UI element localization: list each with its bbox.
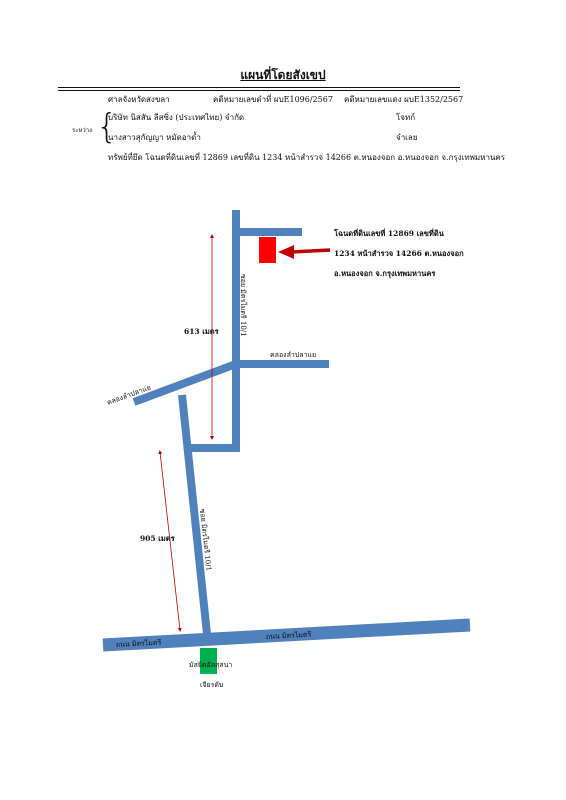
- plot-label-line-1: โฉนดที่ดินเลขที่ 12869 เลขที่ดิน: [333, 227, 445, 238]
- plot-pointer-arrow-icon: [278, 245, 331, 259]
- distance-lower-label: 905 เมตร: [140, 534, 176, 543]
- distance-upper-label: 613 เมตร: [184, 327, 220, 336]
- distance-lower-line: [158, 450, 182, 632]
- soi-lower-road: [178, 394, 211, 635]
- landmark-label-line-2: เจียรดับ: [200, 681, 223, 689]
- title-rule: [58, 87, 460, 88]
- main-road: [102, 618, 471, 652]
- plaintiff-name: บริษัท นิสสัน ลีสซิ่ง (ประเทศไทย) จำกัด: [108, 113, 245, 122]
- plot-pointer-shaft: [291, 248, 331, 254]
- soi-upper-label: ซอย มิตรไมตรี 10/1: [239, 274, 248, 337]
- between-label: ระหว่าง: [72, 127, 93, 134]
- plot-pointer-head: [278, 245, 294, 259]
- canal-right-label: คลองลำปลาแย: [270, 351, 316, 359]
- defendant-role: จำเลย: [396, 133, 418, 142]
- main-road-label-left: ถนน มิตรไมตรี: [116, 638, 162, 649]
- title-rule-thin: [58, 90, 460, 91]
- land-plot-marker: [259, 237, 276, 263]
- road-network: [102, 210, 471, 652]
- black-case-number: คดีหมายเลขดำที่ ผบE1096/2567: [213, 95, 333, 104]
- brace-icon: {: [96, 107, 118, 147]
- court-name: ศาลจังหวัดสงขลา: [108, 95, 170, 104]
- main-road-label-right: ถนน มิตรไมตรี: [266, 630, 312, 641]
- plot-label-line-2: 1234 หน้าสำรวจ 14266 ต.หนองจอก: [334, 249, 464, 258]
- plaintiff-role: โจทก์: [396, 113, 416, 122]
- canal-left: [132, 360, 238, 406]
- plot-label-line-3: อ.หนองจอก จ.กรุงเทพมหานคร: [334, 269, 436, 278]
- defendant-name: นางสาวสุกัญญา หมัดอาด้ำ: [108, 133, 201, 142]
- mosque-landmark: [200, 648, 217, 674]
- page-title: แผนที่โดยสังเขป: [240, 68, 326, 82]
- seized-property: ทรัพย์ที่ยึด โฉนดที่ดินเลขที่ 12869 เลขท…: [108, 153, 506, 162]
- landmark-label-line-1: มัสยิดอัลสุสนา: [189, 661, 232, 669]
- red-case-number: คดีหมายเลขแดง ผบE1352/2567: [344, 95, 464, 104]
